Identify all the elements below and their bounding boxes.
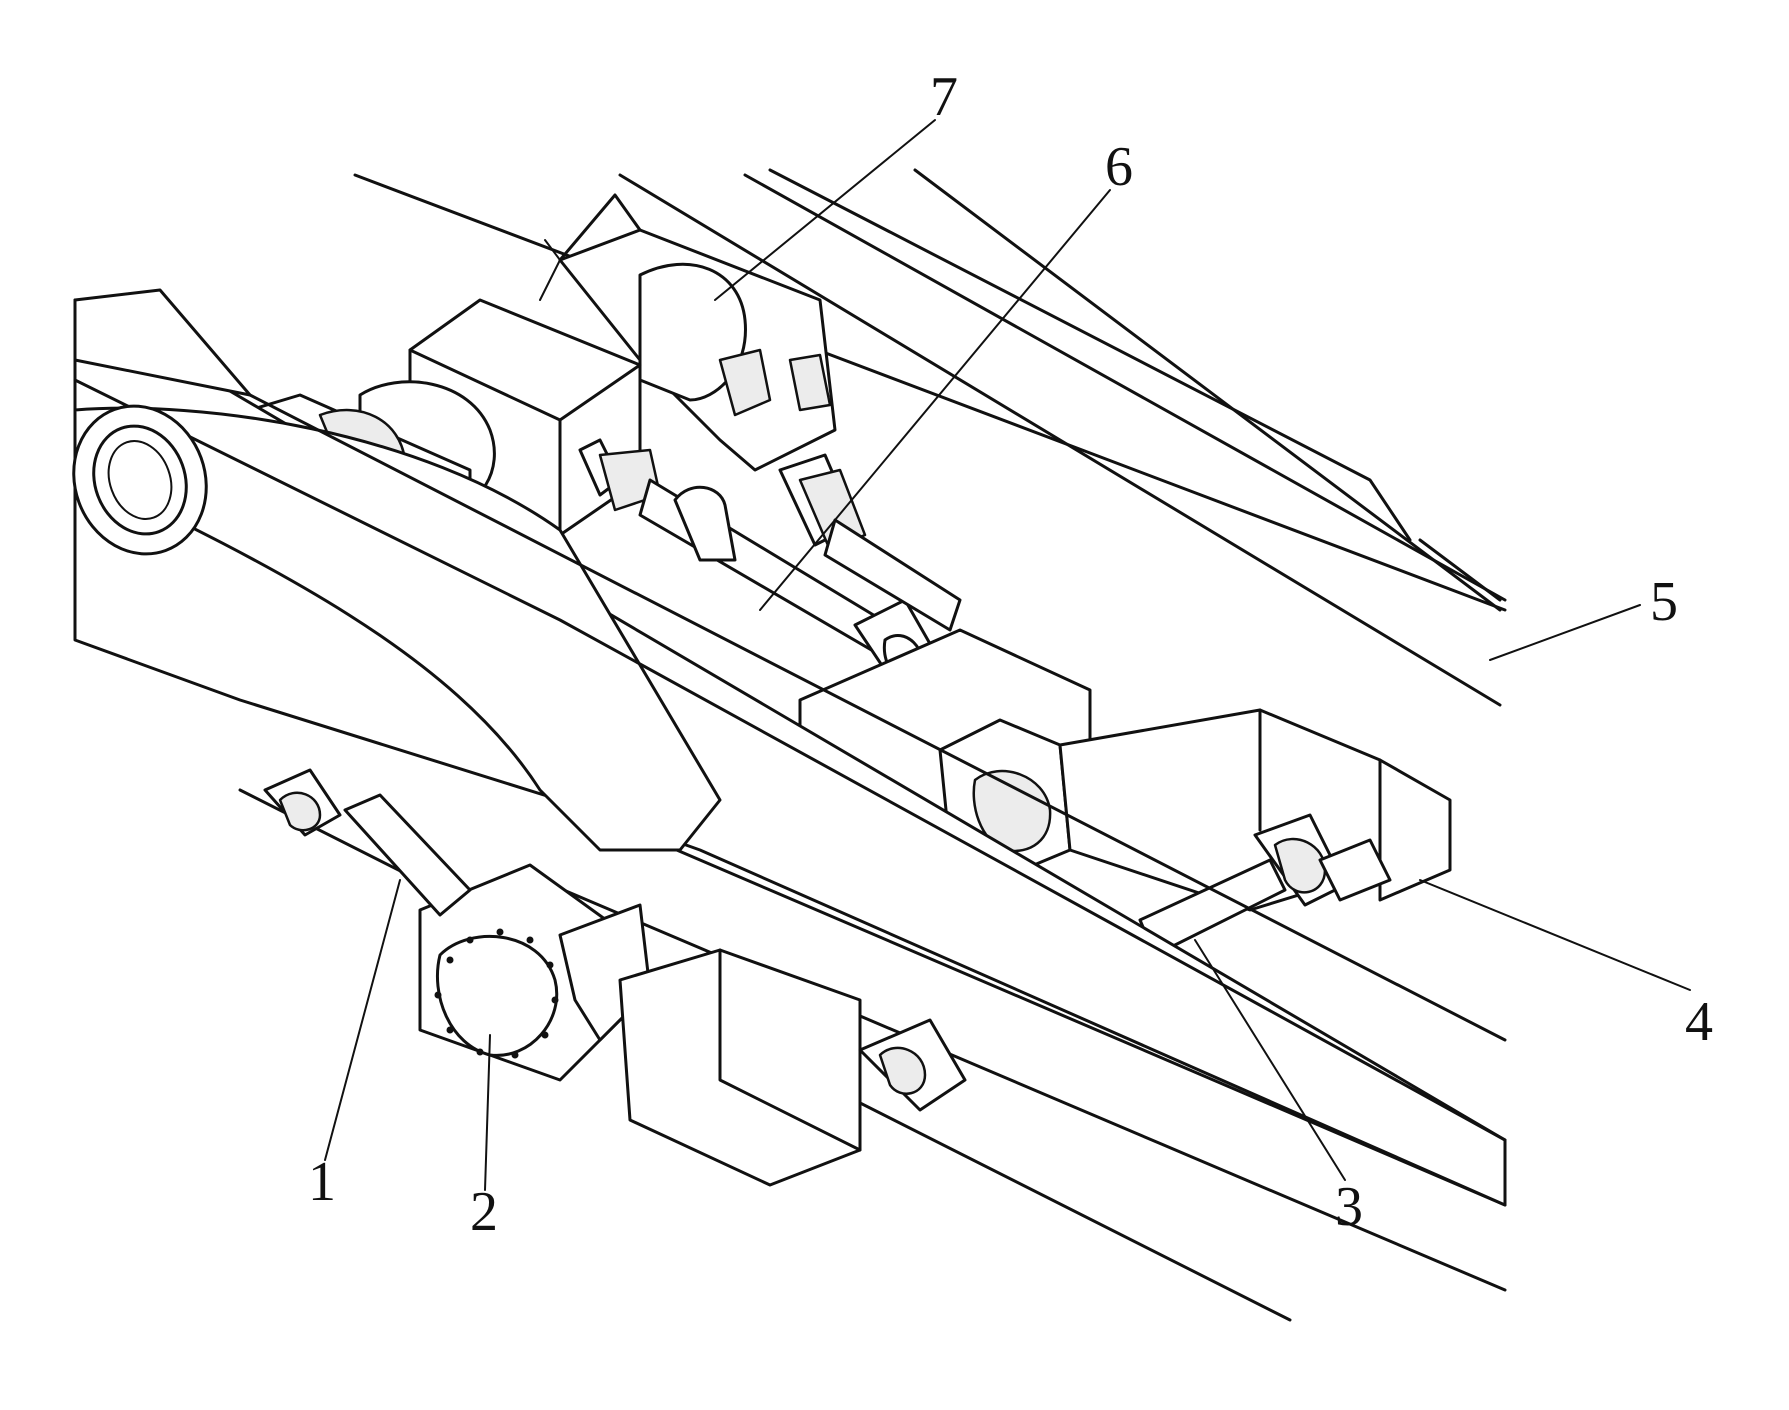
leader-1	[325, 880, 400, 1160]
leader-7	[715, 120, 935, 300]
numeral-5: 5	[1650, 571, 1678, 633]
lower-box	[620, 950, 965, 1185]
leader-4	[1420, 880, 1690, 990]
numeral-3: 3	[1335, 1176, 1363, 1238]
leader-2	[485, 1035, 490, 1190]
leader-5	[1490, 605, 1640, 660]
numeral-4: 4	[1685, 991, 1713, 1053]
numeral-6: 6	[1105, 136, 1133, 198]
drive-shaft-1	[265, 770, 470, 915]
numeral-2: 2	[470, 1181, 498, 1243]
numeral-7: 7	[930, 66, 958, 128]
numeral-1: 1	[308, 1151, 336, 1213]
